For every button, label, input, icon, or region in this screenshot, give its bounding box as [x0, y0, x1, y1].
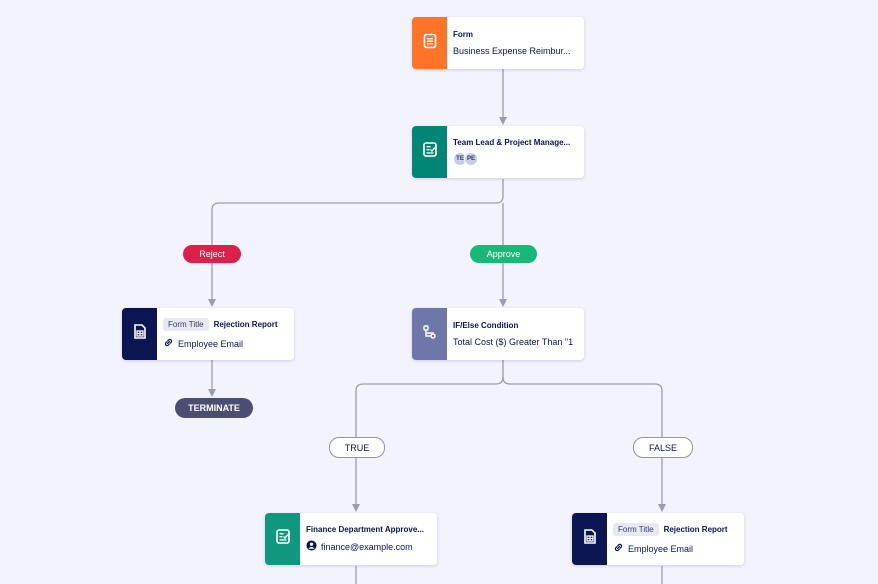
- node-title: Rejection Report: [213, 320, 278, 329]
- link-icon: [163, 337, 174, 350]
- node-title: Form: [453, 30, 473, 39]
- condition-expression: Total Cost ($) Greater Than "1: [453, 337, 574, 347]
- avatar: PE: [464, 152, 478, 166]
- reject-label: Reject: [183, 245, 241, 263]
- node-subtitle: Business Expense Reimbur...: [453, 46, 571, 56]
- node-title: Team Lead & Project Manage...: [453, 138, 571, 147]
- branch-icon: [422, 324, 438, 345]
- form-node-side: [412, 17, 447, 69]
- approval-icon: [422, 141, 438, 163]
- edge-teamlead-to-reject: [208, 179, 504, 307]
- assignee-avatars: TE PE: [453, 152, 570, 166]
- terminate-label: TERMINATE: [175, 398, 253, 418]
- form-node[interactable]: Form Business Expense Reimbur...: [412, 17, 584, 69]
- form-title-chip: Form Title: [163, 318, 209, 331]
- finance-approval-node[interactable]: Finance Department Approve... finance@ex…: [265, 513, 437, 565]
- approve-label: Approve: [470, 245, 537, 263]
- form-title-chip: Form Title: [613, 523, 659, 536]
- assignee-email: finance@example.com: [321, 541, 413, 552]
- report-icon: [582, 528, 598, 550]
- node-title: Finance Department Approve...: [306, 525, 424, 534]
- link-icon: [613, 542, 624, 555]
- edge-condition-to-false: [502, 376, 666, 512]
- user-icon: [306, 540, 317, 553]
- recipient-field: Employee Email: [178, 338, 244, 349]
- rejection-report-node[interactable]: Form Title Rejection Report Employee Ema…: [122, 308, 294, 360]
- report-icon: [132, 323, 148, 345]
- true-branch-label: TRUE: [329, 437, 385, 458]
- node-title: IF/Else Condition: [453, 321, 519, 330]
- team-lead-approval-node[interactable]: Team Lead & Project Manage... TE PE: [412, 126, 584, 178]
- node-title: Rejection Report: [663, 525, 728, 534]
- approval-icon: [275, 528, 291, 550]
- recipient-field: Employee Email: [628, 543, 694, 554]
- if-else-condition-node[interactable]: IF/Else Condition Total Cost ($) Greater…: [412, 308, 584, 360]
- edge-condition-to-true: [352, 360, 504, 512]
- false-branch-label: FALSE: [633, 437, 693, 458]
- document-icon: [422, 33, 438, 54]
- rejection-report-node[interactable]: Form Title Rejection Report Employee Ema…: [572, 513, 744, 565]
